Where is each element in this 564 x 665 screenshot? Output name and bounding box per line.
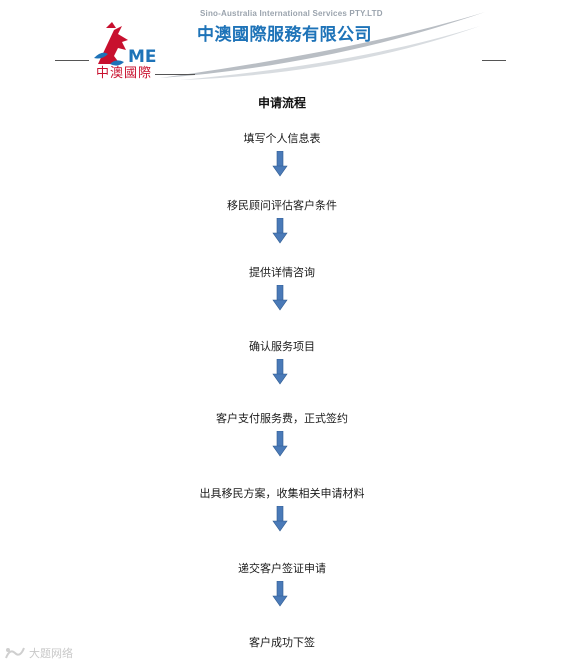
logo-chinese-name: 中澳國際 (96, 66, 153, 81)
down-arrow-icon (272, 218, 288, 244)
flow-step-7: 递交客户签证申请 (238, 562, 326, 575)
flow-step-5: 客户支付服务费，正式签约 (216, 412, 348, 425)
flow-step-1: 填写个人信息表 (243, 132, 321, 145)
watermark-text: 大题网络 (29, 647, 73, 660)
down-arrow-icon (272, 431, 288, 457)
company-english-name: Sino-Australia International Services PT… (200, 9, 383, 18)
watermark: 大题网络 (4, 645, 73, 661)
ame-logo-icon: ME (94, 22, 157, 67)
flow-step-2: 移民顾问评估客户条件 (227, 199, 337, 212)
swoosh-graphic (155, 12, 485, 80)
flow-step-8: 客户成功下签 (249, 636, 315, 649)
down-arrow-icon (272, 359, 288, 385)
header-rule-right (482, 60, 506, 61)
company-chinese-name: 中澳國際服務有限公司 (197, 25, 372, 45)
flow-step-3: 提供详情咨询 (249, 266, 315, 279)
down-arrow-icon (272, 581, 288, 607)
watermark-logo-icon (5, 647, 25, 659)
header-rule-left (55, 60, 89, 61)
flow-step-6: 出具移民方案，收集相关申请材料 (199, 487, 365, 500)
down-arrow-icon (272, 151, 288, 177)
logo-letters: ME (128, 47, 157, 67)
page-title: 申请流程 (257, 96, 306, 110)
letterhead: ME 中澳國際 Sino-Australia International Ser… (0, 0, 564, 90)
down-arrow-icon (272, 285, 288, 311)
flow-step-4: 确认服务项目 (249, 340, 315, 353)
down-arrow-icon (272, 506, 288, 532)
